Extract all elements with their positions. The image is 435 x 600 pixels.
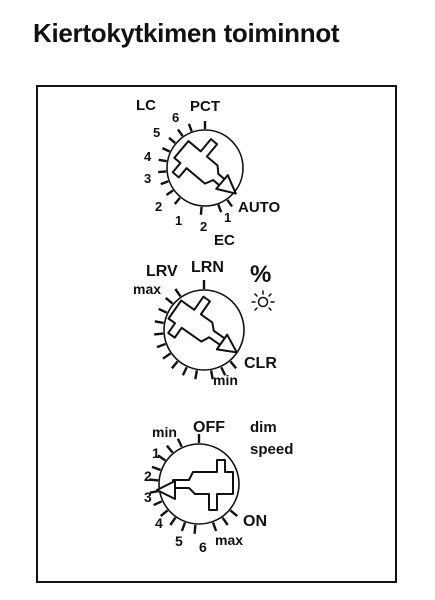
dial-mode-tick bbox=[165, 189, 174, 196]
dial-mode-tick bbox=[158, 158, 167, 163]
label-lrv: LRV bbox=[146, 263, 178, 280]
dial-level-tick bbox=[209, 370, 214, 380]
dial-mode[interactable]: LC PCT 6 5 4 3 2 1 2 1 EC AUTO bbox=[136, 97, 281, 249]
label-max: max bbox=[133, 281, 161, 297]
dial-mode-tick bbox=[199, 206, 203, 215]
dial-level-tick bbox=[154, 332, 164, 336]
dial-mode-tick bbox=[161, 147, 171, 153]
dial-mode-knob[interactable] bbox=[158, 121, 246, 215]
dial-mode-tick bbox=[226, 199, 233, 208]
label-percent: % bbox=[250, 261, 271, 288]
dial-speed-tick bbox=[153, 500, 163, 507]
dial-level-tick bbox=[164, 296, 174, 305]
label-ec-1: 1 bbox=[224, 210, 231, 225]
diagram-frame bbox=[36, 85, 397, 583]
label-ec-2: 2 bbox=[200, 219, 207, 234]
dial-speed-tick bbox=[157, 454, 167, 462]
label-position-2: 2 bbox=[155, 199, 162, 214]
label-position-1: 1 bbox=[175, 213, 182, 228]
dial-speed-tick bbox=[149, 489, 159, 494]
label-lc: LC bbox=[136, 97, 156, 114]
label-lrn: LRN bbox=[191, 259, 224, 276]
dial-level-tick bbox=[156, 342, 166, 349]
dial-level-tick bbox=[158, 307, 168, 314]
label-clr: CLR bbox=[244, 355, 277, 372]
dial-level-tick bbox=[194, 370, 199, 380]
label-position-4: 4 bbox=[155, 515, 163, 531]
dial-speed-tick bbox=[176, 438, 183, 448]
dial-level-knob[interactable] bbox=[154, 280, 245, 380]
label-min: min bbox=[152, 424, 177, 440]
dial-speed-tick bbox=[229, 509, 239, 518]
dial-mode-tick bbox=[173, 197, 181, 205]
dial-level-tick bbox=[174, 288, 182, 298]
dial-speed-tick bbox=[211, 522, 218, 532]
dial-level[interactable]: LRV LRN max CLR min % bbox=[133, 259, 277, 388]
dial-level-tick bbox=[220, 366, 227, 376]
dial-level-tick bbox=[154, 320, 164, 325]
dial-mode-tick bbox=[160, 180, 169, 186]
label-max: max bbox=[215, 532, 243, 548]
label-position-6: 6 bbox=[199, 539, 207, 555]
label-dim: dim bbox=[250, 419, 277, 436]
page-title: Kiertokytkimen toiminnot bbox=[33, 18, 340, 48]
label-position-3: 3 bbox=[144, 489, 152, 505]
dial-mode-tick bbox=[187, 123, 193, 132]
dial-level-tick bbox=[229, 360, 238, 370]
label-position-6: 6 bbox=[172, 110, 179, 125]
dial-speed-tick bbox=[169, 516, 177, 526]
dial-level-tick bbox=[162, 352, 172, 360]
label-on: ON bbox=[243, 513, 267, 530]
dial-speed-tick bbox=[180, 522, 187, 532]
label-auto: AUTO bbox=[238, 199, 281, 216]
label-position-2: 2 bbox=[144, 468, 152, 484]
dial-speed-tick bbox=[193, 524, 197, 534]
dial-speed-scale bbox=[149, 434, 239, 534]
dial-speed-tick bbox=[149, 478, 159, 482]
label-min: min bbox=[213, 372, 238, 388]
label-position-5: 5 bbox=[153, 125, 160, 140]
dial-speed-tick bbox=[221, 516, 229, 526]
label-position-3: 3 bbox=[144, 171, 151, 186]
label-speed: speed bbox=[250, 441, 293, 458]
dial-level-tick bbox=[181, 366, 188, 376]
dial-speed-tick bbox=[151, 465, 161, 472]
label-ec: EC bbox=[214, 232, 235, 249]
label-position-5: 5 bbox=[175, 533, 183, 549]
dial-speed-tick bbox=[165, 444, 174, 454]
label-off: OFF bbox=[193, 419, 225, 436]
label-pct: PCT bbox=[190, 98, 220, 115]
dial-mode-tick bbox=[177, 128, 184, 137]
dial-mode-tick bbox=[168, 136, 176, 144]
dial-speed-knob[interactable] bbox=[149, 434, 240, 534]
dial-speed-tick bbox=[159, 509, 169, 518]
label-position-1: 1 bbox=[152, 445, 160, 461]
label-position-4: 4 bbox=[144, 149, 152, 164]
dial-speed[interactable]: min OFF dim speed 1 2 3 4 5 6 max ON bbox=[144, 419, 293, 555]
dial-level-tick bbox=[170, 360, 179, 370]
dial-level-scale bbox=[154, 280, 238, 380]
dial-mode-tick bbox=[158, 170, 167, 174]
lamp-icon bbox=[251, 290, 275, 311]
dial-mode-scale bbox=[158, 121, 233, 215]
dial-mode-tick bbox=[217, 204, 223, 213]
